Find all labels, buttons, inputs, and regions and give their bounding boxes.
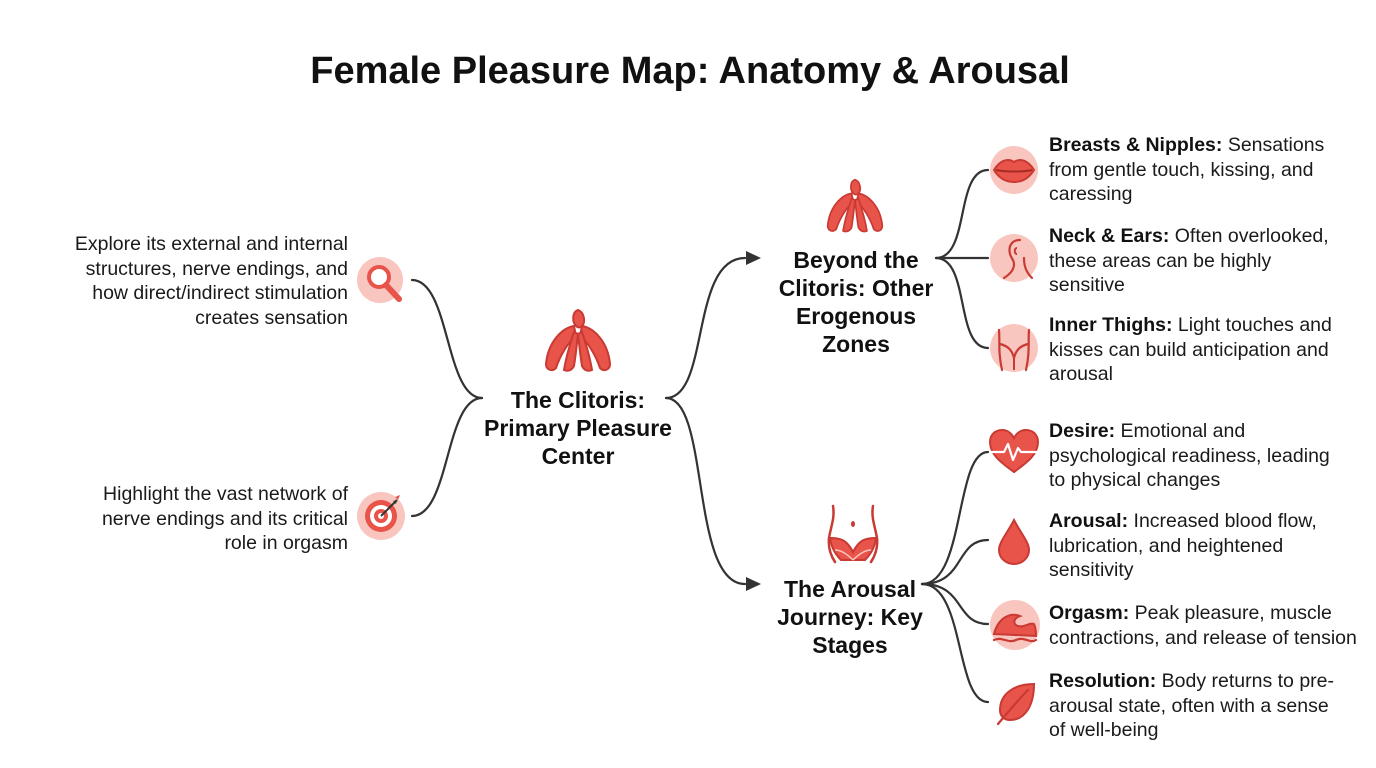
connector-left-top bbox=[410, 278, 484, 400]
zone-item-breasts: Breasts & Nipples: Sensations from gentl… bbox=[1049, 133, 1349, 207]
zone-text-neck: Often overlooked, these areas can be hig… bbox=[1049, 225, 1329, 296]
connector-stages-1 bbox=[920, 450, 990, 586]
connector-stages-3 bbox=[920, 582, 990, 626]
connector-stages-2 bbox=[920, 538, 990, 586]
lips-icon bbox=[990, 146, 1038, 199]
neck-ear-icon bbox=[990, 234, 1038, 287]
magnifier-icon bbox=[357, 257, 409, 314]
stage-item-desire: Desire: Emotional and psychological read… bbox=[1049, 419, 1349, 493]
stages-node-label: The Arousal Journey: Key Stages bbox=[777, 576, 923, 658]
stage-text-arousal: Increased blood flow, lubrication, and h… bbox=[1049, 510, 1317, 581]
zone-term-neck: Neck & Ears: bbox=[1049, 225, 1170, 247]
arrowhead-top bbox=[746, 251, 761, 265]
clitoris-icon bbox=[540, 308, 616, 381]
stage-term-arousal: Arousal: bbox=[1049, 510, 1129, 532]
arrowhead-bottom bbox=[746, 577, 761, 591]
connector-left-bottom bbox=[410, 396, 484, 518]
stage-text-resolution: Body returns to pre-arousal state, often… bbox=[1049, 670, 1335, 741]
stage-item-arousal: Arousal: Increased blood flow, lubricati… bbox=[1049, 509, 1349, 583]
left-description-nerves: Highlight the vast network of nerve endi… bbox=[101, 483, 348, 554]
center-node-label: The Clitoris: Primary Pleasure Center bbox=[484, 387, 672, 469]
stage-item-resolution: Resolution: Body returns to pre-arousal … bbox=[1049, 669, 1349, 743]
connector-zones-3 bbox=[934, 256, 990, 350]
zone-item-thighs: Inner Thighs: Light touches and kisses c… bbox=[1049, 313, 1349, 387]
connector-center-bottom bbox=[664, 396, 747, 586]
target-icon bbox=[357, 492, 409, 549]
stage-term-desire: Desire: bbox=[1049, 420, 1116, 442]
wave-icon bbox=[990, 600, 1040, 655]
zone-text-breasts: Sensations from gentle touch, kissing, a… bbox=[1049, 134, 1325, 205]
heartbeat-icon bbox=[988, 428, 1040, 481]
connector-center-top bbox=[664, 256, 747, 400]
zone-text-thighs: Light touches and kisses can build antic… bbox=[1049, 314, 1332, 385]
zones-node-label: Beyond the Clitoris: Other Erogenous Zon… bbox=[778, 247, 934, 357]
body-icon bbox=[825, 504, 881, 569]
connector-stages-4 bbox=[920, 582, 990, 704]
stage-text-orgasm: Peak pleasure, muscle contractions, and … bbox=[1049, 602, 1357, 649]
left-description-structures: Explore its external and internal struct… bbox=[74, 233, 348, 329]
stage-item-orgasm: Orgasm: Peak pleasure, muscle contractio… bbox=[1049, 601, 1359, 650]
zone-term-thighs: Inner Thighs: bbox=[1049, 314, 1173, 336]
page-title: Female Pleasure Map: Anatomy & Arousal bbox=[310, 50, 1070, 92]
zones-clitoris-icon bbox=[822, 178, 888, 241]
drop-icon bbox=[996, 517, 1032, 571]
thighs-icon bbox=[990, 324, 1038, 377]
zone-item-neck: Neck & Ears: Often overlooked, these are… bbox=[1049, 224, 1349, 298]
stage-text-desire: Emotional and psychological readiness, l… bbox=[1049, 420, 1330, 491]
zone-term-breasts: Breasts & Nipples: bbox=[1049, 134, 1223, 156]
connector-zones-1 bbox=[934, 168, 990, 260]
stage-term-orgasm: Orgasm: bbox=[1049, 602, 1130, 624]
leaf-icon bbox=[994, 682, 1036, 731]
stage-term-resolution: Resolution: bbox=[1049, 670, 1157, 692]
